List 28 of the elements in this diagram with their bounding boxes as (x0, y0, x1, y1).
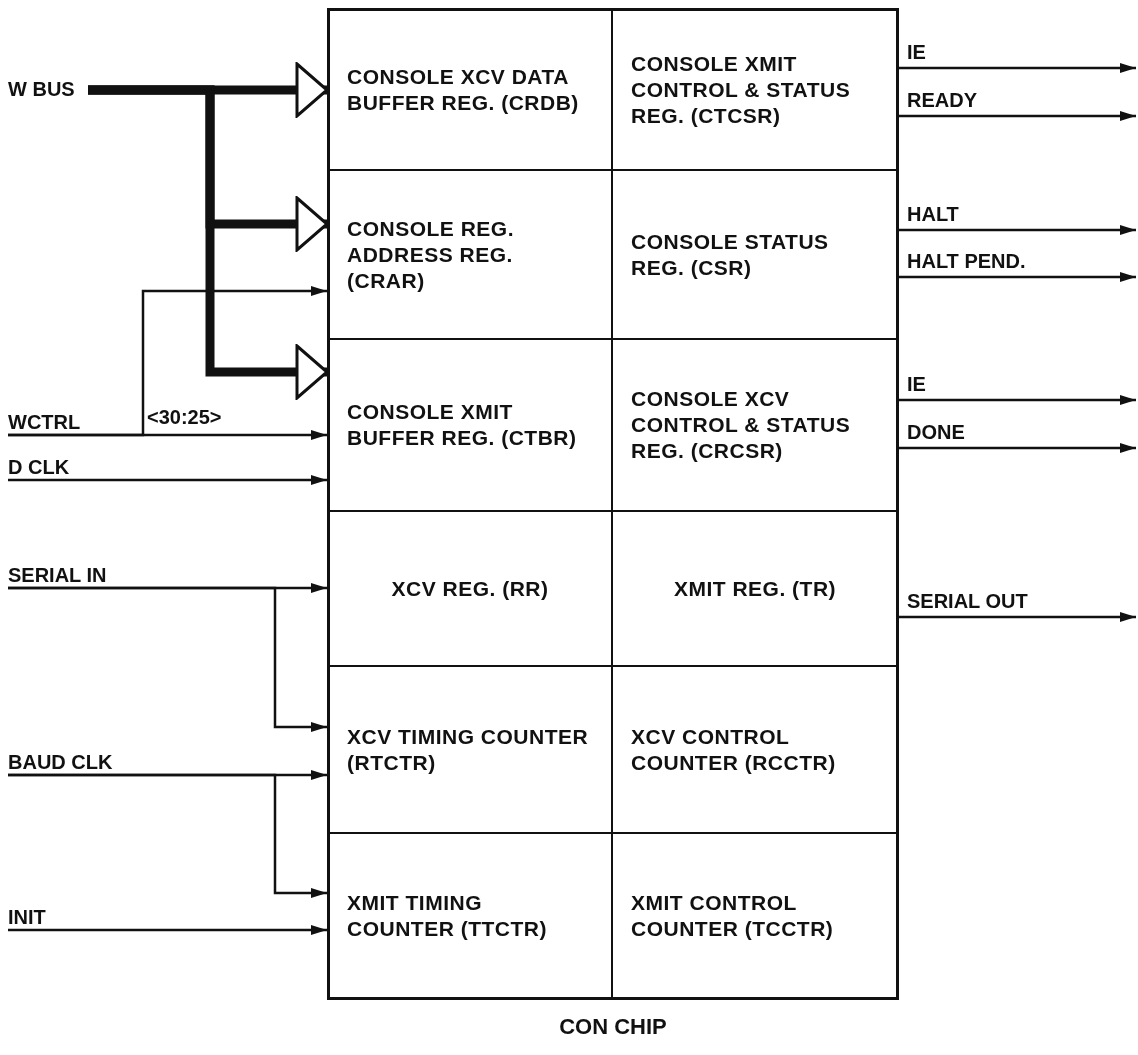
arrow (899, 111, 1136, 121)
signal-name: HALT (907, 202, 959, 227)
arrow (899, 225, 1136, 235)
arrow (8, 286, 327, 437)
signal-name: WCTRL (8, 409, 92, 435)
arrow (8, 773, 327, 898)
signal-name: DONE (907, 420, 965, 445)
arrow (899, 612, 1136, 622)
signal-name: W BUS (8, 76, 88, 104)
arrow (899, 63, 1136, 73)
chip-label: CON CHIP (558, 1014, 668, 1040)
bit-range-label: <30:25> (147, 405, 222, 430)
bus-arrow (88, 85, 329, 400)
signal-name: BAUD CLK (8, 749, 118, 775)
arrow (8, 586, 327, 732)
signal-name: READY (907, 88, 977, 113)
arrow (8, 475, 327, 485)
signal-name: INIT (8, 904, 54, 930)
arrow (899, 443, 1136, 453)
signal-name: IE (907, 372, 926, 397)
arrow (8, 925, 327, 935)
signal-name: IE (907, 40, 926, 65)
arrow (899, 395, 1136, 405)
arrow (899, 272, 1136, 282)
signal-name: D CLK (8, 454, 80, 480)
signal-name: SERIAL OUT (907, 589, 1028, 614)
signal-name: HALT PEND. (907, 249, 1026, 274)
signal-name: SERIAL IN (8, 562, 120, 588)
